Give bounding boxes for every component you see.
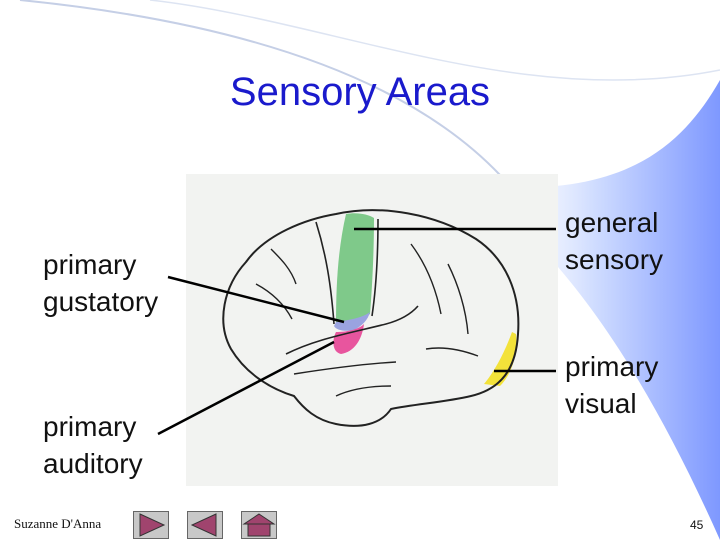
label-line: primary	[43, 411, 137, 442]
general-sensory-area	[336, 213, 374, 324]
label-primary-visual: primary visual	[565, 348, 658, 422]
label-general-sensory: general sensory	[565, 204, 663, 278]
home-button[interactable]	[241, 511, 277, 539]
triangle-right-icon	[133, 511, 169, 539]
label-line: sensory	[565, 244, 664, 275]
brain-sulcus	[410, 243, 442, 315]
label-primary-gustatory: primary gustatory	[43, 246, 158, 320]
label-line: general	[565, 207, 659, 238]
brain-sulcus	[425, 347, 479, 357]
label-line: gustatory	[43, 286, 159, 317]
primary-visual-area	[484, 332, 517, 386]
brain-diagram	[186, 174, 558, 486]
label-line: auditory	[43, 448, 143, 479]
background-arc-line-outer	[149, 0, 720, 81]
next-slide-button[interactable]	[133, 511, 169, 539]
home-icon	[241, 511, 277, 539]
slide-title: Sensory Areas	[229, 70, 491, 114]
brain-sulcus	[335, 385, 392, 397]
brain-sulcus	[447, 263, 469, 335]
triangle-left-icon	[187, 511, 223, 539]
footer-author: Suzanne D'Anna	[14, 516, 102, 531]
label-primary-auditory: primary auditory	[43, 408, 143, 482]
label-line: visual	[565, 388, 637, 419]
primary-gustatory-area	[334, 312, 370, 331]
label-line: primary	[565, 351, 659, 382]
label-line: primary	[43, 249, 137, 280]
page-number: 45	[690, 518, 704, 532]
background-arc-line	[19, 0, 501, 176]
previous-slide-button[interactable]	[187, 511, 223, 539]
